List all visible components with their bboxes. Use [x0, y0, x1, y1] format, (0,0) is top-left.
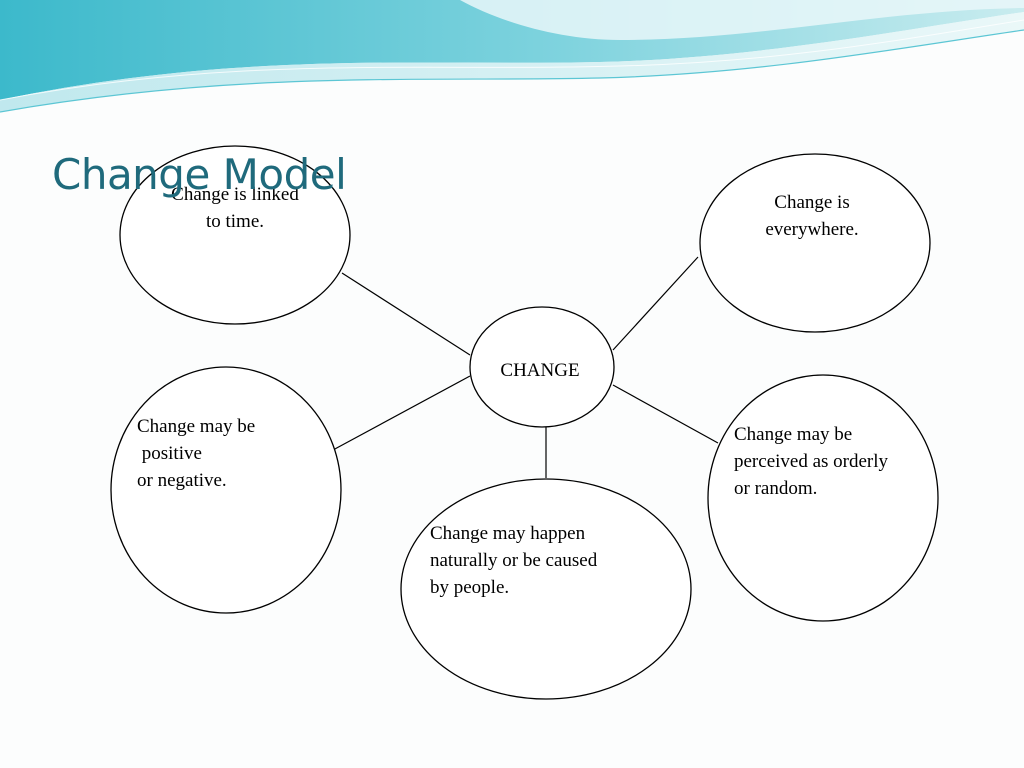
node-positive-negative-ellipse [110, 366, 342, 614]
node-everywhere-label: Change is everywhere. [765, 192, 859, 240]
node-orderly-random-label: Change may be perceived as orderly or ra… [734, 424, 889, 499]
node-happen-naturally-label: Change may happen naturally or be caused… [430, 523, 598, 598]
node-everywhere-ellipse [699, 153, 931, 333]
center-node-label: CHANGE [500, 360, 580, 381]
node-orderly-random-ellipse [707, 374, 939, 622]
connector-mid-left [332, 375, 471, 451]
node-linked-to-time-label: Change is linked to time. [171, 184, 299, 232]
slide-title: Change Model [52, 150, 347, 199]
center-node-ellipse [469, 306, 615, 428]
node-happen-naturally-ellipse [400, 478, 692, 700]
header-wave-banner [0, 0, 1024, 113]
connector-mid-right [612, 384, 719, 444]
connector-top-left [341, 272, 471, 356]
connector-lines [332, 256, 719, 478]
connector-top-right [612, 256, 699, 351]
node-positive-negative-label: Change may be positive or negative. [137, 416, 256, 491]
node-linked-to-time-ellipse [119, 145, 351, 325]
